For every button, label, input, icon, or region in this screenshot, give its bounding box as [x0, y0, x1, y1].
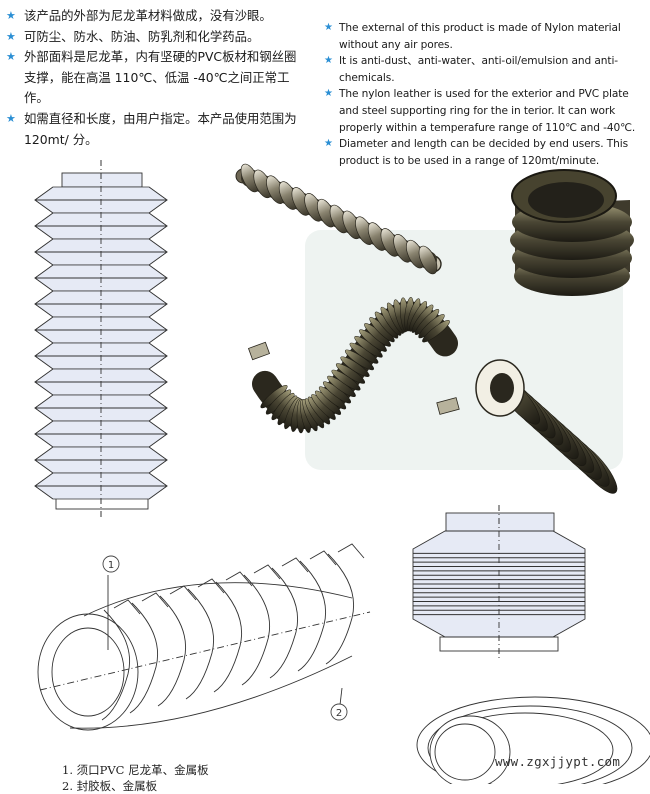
- helix-turn: [101, 609, 131, 721]
- star-bullet-icon: ★: [324, 55, 333, 67]
- marker-1-label: 1: [108, 560, 114, 571]
- marker-2: 2: [330, 703, 348, 721]
- feature-item-en: ★ The external of this product is made of…: [324, 20, 642, 53]
- feature-text: The nylon leather is used for the exteri…: [339, 88, 636, 134]
- star-bullet-icon: ★: [6, 29, 16, 43]
- bellows-photo-straight: [235, 163, 442, 275]
- feature-item-cn: ★ 该产品的外部为尼龙革材料做成，没有沙眼。: [6, 6, 304, 27]
- feature-item-cn: ★ 外部面料是尼龙革，内有坚硬的PVC板材和钢丝圈支撑，能在高温 110℃、低温 …: [6, 47, 304, 109]
- star-bullet-icon: ★: [6, 50, 16, 64]
- feature-text: 该产品的外部为尼龙革材料做成，没有沙眼。: [24, 8, 272, 23]
- helix-crest: [113, 599, 141, 615]
- website-watermark: www.zgxjjypt.com: [495, 754, 621, 769]
- star-bullet-icon: ★: [6, 9, 16, 22]
- helix-outline-bottom: [69, 655, 353, 729]
- feature-text: The external of this product is made of …: [339, 22, 621, 51]
- features-list-english: ★ The external of this product is made of…: [324, 20, 642, 169]
- helix-crest: [281, 557, 309, 573]
- tube-rib: [422, 320, 450, 343]
- feature-item-en: ★ The nylon leather is used for the exter…: [324, 86, 642, 136]
- star-bullet-icon: ★: [324, 138, 333, 150]
- bellows-drawing-left: [34, 160, 168, 520]
- bellows-photo-medium: [475, 359, 618, 494]
- diagram-caption-1: 1. 须口PVC 尼龙革、金属板: [62, 763, 209, 777]
- helix-turn: [157, 595, 187, 707]
- bellows-drawing-right: [412, 505, 586, 660]
- feature-item-cn: ★ 如需直径和长度，由用户指定。本产品使用范围为 120mt/ 分。: [6, 109, 304, 150]
- helix-crest: [337, 543, 365, 559]
- helix-crest: [141, 592, 169, 608]
- bellows-photo-short: [510, 169, 634, 296]
- helix-turn: [213, 581, 243, 693]
- helix-turn: [297, 560, 327, 672]
- helix-turn: [325, 553, 355, 665]
- feature-item-en: ★ It is anti-dust、anti-water、anti-oil/emu…: [324, 53, 642, 86]
- feature-text: Diameter and length can be decided by en…: [339, 138, 629, 167]
- helix-turn: [129, 602, 159, 714]
- diagram-caption-2: 2. 封胶板、金属板: [62, 779, 158, 793]
- bellows-drawing-bottom: [416, 696, 650, 784]
- marker-1: 1: [102, 555, 120, 573]
- helix-outline-top: [83, 582, 353, 617]
- feature-item-cn: ★ 可防尘、防水、防油、防乳剂和化学药品。: [6, 27, 304, 48]
- star-bullet-icon: ★: [6, 111, 16, 125]
- helix-crest: [253, 564, 281, 580]
- bellows-photo-curved: [247, 297, 460, 434]
- marker-2-label: 2: [336, 708, 342, 719]
- feature-item-en: ★ Diameter and length can be decided by e…: [324, 136, 642, 169]
- helix-crest: [309, 550, 337, 566]
- feature-text: It is anti-dust、anti-water、anti-oil/emul…: [339, 55, 619, 84]
- star-bullet-icon: ★: [324, 22, 333, 33]
- feature-text: 可防尘、防水、防油、防乳剂和化学药品。: [24, 28, 260, 44]
- helical-cutaway-drawing: [37, 543, 371, 731]
- star-bullet-icon: ★: [324, 88, 333, 100]
- helix-turn: [185, 588, 215, 700]
- tube-rib: [418, 245, 438, 275]
- feature-text: 如需直径和长度，由用户指定。本产品使用范围为 120mt/ 分。: [24, 110, 297, 147]
- helix-turn: [241, 574, 271, 686]
- feature-text: 外部面料是尼龙革，内有坚硬的PVC板材和钢丝圈支撑，能在高温 110℃、低温 -…: [24, 49, 297, 106]
- features-list-chinese: ★ 该产品的外部为尼龙革材料做成，没有沙眼。 ★ 可防尘、防水、防油、防乳剂和化学药…: [6, 6, 304, 150]
